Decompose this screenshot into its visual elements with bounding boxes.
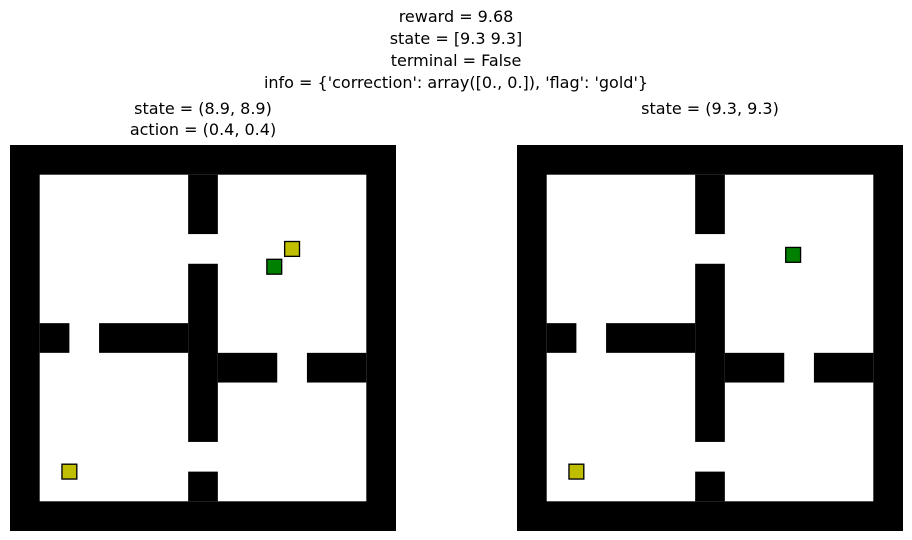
maze-wall xyxy=(188,471,218,502)
state-text: state = [9.3 9.3] xyxy=(389,29,523,48)
target-marker xyxy=(568,463,585,480)
maze-wall xyxy=(99,323,189,353)
reward-text: reward = 9.68 xyxy=(398,7,514,26)
maze-wall xyxy=(606,323,696,353)
terminal-text: terminal = False xyxy=(390,51,522,70)
right-maze-grid xyxy=(517,145,903,531)
left-maze-grid xyxy=(10,145,396,531)
maze-wall xyxy=(306,352,367,383)
maze-wall xyxy=(695,263,725,442)
maze-wall xyxy=(188,263,218,442)
maze-wall xyxy=(695,174,725,235)
target-marker xyxy=(61,463,78,480)
target-marker xyxy=(283,240,301,258)
agent-marker xyxy=(785,246,802,263)
maze-wall xyxy=(724,352,785,383)
left-panel-title: state = (8.9, 8.9) action = (0.4, 0.4) xyxy=(3,98,403,140)
right-panel-title: state = (9.3, 9.3) xyxy=(510,98,910,119)
maze-wall xyxy=(10,145,396,175)
maze-wall xyxy=(546,323,577,353)
right-state-label: state = (9.3, 9.3) xyxy=(641,99,779,118)
maze-wall xyxy=(873,145,903,531)
maze-wall xyxy=(10,501,396,531)
maze-wall xyxy=(10,145,40,531)
maze-wall xyxy=(39,323,70,353)
maze-wall xyxy=(517,145,547,531)
maze-wall xyxy=(217,352,278,383)
maze-wall xyxy=(188,174,218,235)
left-state-label: state = (8.9, 8.9) xyxy=(134,99,272,118)
info-text: info = {'correction': array([0., 0.]), '… xyxy=(263,73,649,92)
maze-wall xyxy=(517,145,903,175)
maze-wall xyxy=(366,145,396,531)
agent-marker xyxy=(266,258,283,275)
left-action-label: action = (0.4, 0.4) xyxy=(129,120,277,139)
episode-header: reward = 9.68 state = [9.3 9.3] terminal… xyxy=(0,6,912,94)
maze-wall xyxy=(517,501,903,531)
maze-wall xyxy=(695,471,725,502)
maze-wall xyxy=(813,352,874,383)
